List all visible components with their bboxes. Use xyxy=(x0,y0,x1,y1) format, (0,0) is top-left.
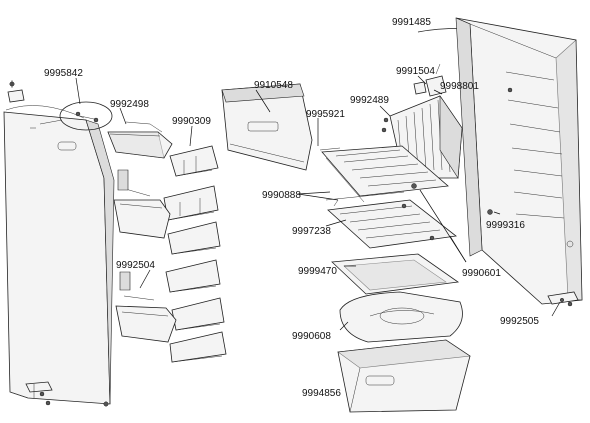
part-label-9992498: 9992498 xyxy=(110,99,149,110)
part-label-9990601: 9990601 xyxy=(462,268,501,279)
lock-detail-callout xyxy=(39,101,113,131)
leader-lines xyxy=(75,75,561,331)
cabinet-bottom-hinge xyxy=(547,291,579,307)
part-label-9990608: 9990608 xyxy=(292,331,331,342)
door-hinge-top xyxy=(7,80,25,103)
shelf-middle xyxy=(325,191,457,249)
part-label-9995842: 9995842 xyxy=(44,68,83,79)
part-label-9992504: 9992504 xyxy=(116,260,155,271)
part-label-9991504: 9991504 xyxy=(396,66,435,77)
shelf-upper xyxy=(319,145,449,203)
freezer-door-flap xyxy=(221,83,313,171)
part-label-9999316: 9999316 xyxy=(486,220,525,231)
part-label-9999470: 9999470 xyxy=(298,266,337,277)
part-label-9997238: 9997238 xyxy=(292,226,331,237)
crisper-cover xyxy=(339,291,463,343)
part-label-9998801: 9998801 xyxy=(440,81,479,92)
crisper-drawer xyxy=(337,339,471,413)
part-label-9994856: 9994856 xyxy=(302,388,341,399)
part-label-9991485: 9991485 xyxy=(392,17,431,28)
door-bin-brackets xyxy=(117,169,131,291)
part-label-9995921: 9995921 xyxy=(306,109,345,120)
part-label-9990309: 9990309 xyxy=(172,116,211,127)
door-hinge-bottom xyxy=(25,381,109,407)
part-label-9990888: 9990888 xyxy=(262,190,301,201)
door-bin-lower xyxy=(115,295,177,343)
part-label-9992505: 9992505 xyxy=(500,316,539,327)
door-bin-middle xyxy=(113,187,171,239)
door-bin-top xyxy=(107,121,173,159)
cabinet-body xyxy=(455,17,583,305)
part-label-9910548: 9910548 xyxy=(254,80,293,91)
door-panel xyxy=(3,105,115,405)
shelf-glass-tray xyxy=(331,253,460,295)
part-label-9992489: 9992489 xyxy=(350,95,389,106)
thermostat-parts xyxy=(413,63,447,97)
door-shelf-stack xyxy=(163,145,227,363)
